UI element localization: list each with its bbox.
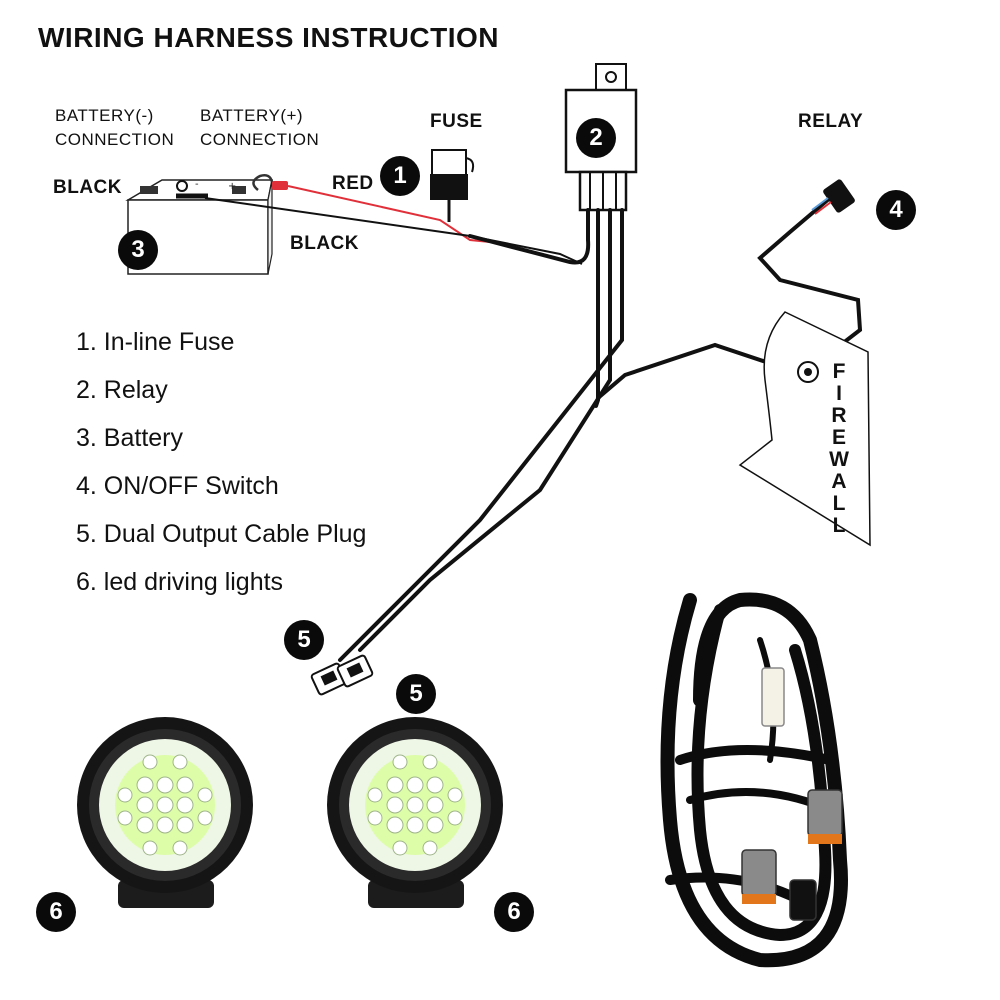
battery-negative-label-line1: BATTERY(-) bbox=[55, 106, 154, 125]
firewall-letter: F bbox=[832, 360, 846, 383]
black-wire-label: BLACK bbox=[290, 233, 359, 254]
led-light-right-icon bbox=[327, 717, 503, 908]
firewall-letter: W bbox=[829, 448, 849, 471]
firewall-letter: A bbox=[831, 470, 847, 493]
badge-light-left: 6 bbox=[36, 892, 76, 932]
svg-text:-: - bbox=[195, 179, 199, 190]
positive-terminal-icon bbox=[252, 174, 288, 191]
legend-item: 2. Relay bbox=[76, 376, 168, 404]
fuse-icon bbox=[430, 149, 475, 222]
switch-icon bbox=[811, 179, 855, 215]
battery-negative-label: BATTERY(-) CONNECTION bbox=[55, 104, 174, 152]
battery-negative-label-line2: CONNECTION bbox=[55, 130, 175, 149]
legend-item: 5. Dual Output Cable Plug bbox=[76, 520, 367, 548]
component-legend: 1. In-line Fuse 2. Relay 3. Battery 4. O… bbox=[76, 318, 366, 606]
firewall-letter: L bbox=[832, 492, 846, 515]
battery-positive-label-line1: BATTERY(+) bbox=[200, 106, 304, 125]
black-ground-wire bbox=[204, 197, 583, 265]
svg-text:+: + bbox=[228, 181, 236, 192]
dual-output-plug-icon bbox=[310, 654, 374, 696]
badge-relay: 2 bbox=[576, 118, 616, 158]
battery-positive-label-line2: CONNECTION bbox=[200, 130, 320, 149]
red-wire-label: RED bbox=[332, 173, 374, 194]
badge-plug-right: 5 bbox=[396, 674, 436, 714]
relay-label: RELAY bbox=[798, 111, 864, 132]
battery-positive-label: BATTERY(+) CONNECTION bbox=[200, 104, 319, 152]
coiled-harness-icon bbox=[660, 592, 848, 968]
firewall-letter: E bbox=[831, 426, 846, 449]
badge-light-right: 6 bbox=[494, 892, 534, 932]
legend-item: 4. ON/OFF Switch bbox=[76, 472, 279, 500]
firewall-panel bbox=[738, 311, 871, 547]
red-wire bbox=[287, 185, 491, 243]
firewall-letter: I bbox=[836, 382, 842, 405]
firewall-letter: R bbox=[831, 404, 847, 427]
legend-item: 6. led driving lights bbox=[76, 568, 284, 596]
badge-switch: 4 bbox=[876, 190, 916, 230]
harness-wires bbox=[338, 196, 863, 662]
legend-item: 3. Battery bbox=[76, 424, 183, 452]
legend-item: 1. In-line Fuse bbox=[76, 328, 235, 356]
badge-battery: 3 bbox=[118, 230, 158, 270]
page-title: WIRING HARNESS INSTRUCTION bbox=[38, 22, 499, 53]
led-light-left-icon bbox=[77, 717, 253, 908]
firewall-letter: L bbox=[832, 514, 846, 537]
badge-fuse: 1 bbox=[380, 156, 420, 196]
fuse-label: FUSE bbox=[430, 111, 483, 132]
badge-plug-left: 5 bbox=[284, 620, 324, 660]
black-battery-label: BLACK bbox=[53, 177, 122, 198]
